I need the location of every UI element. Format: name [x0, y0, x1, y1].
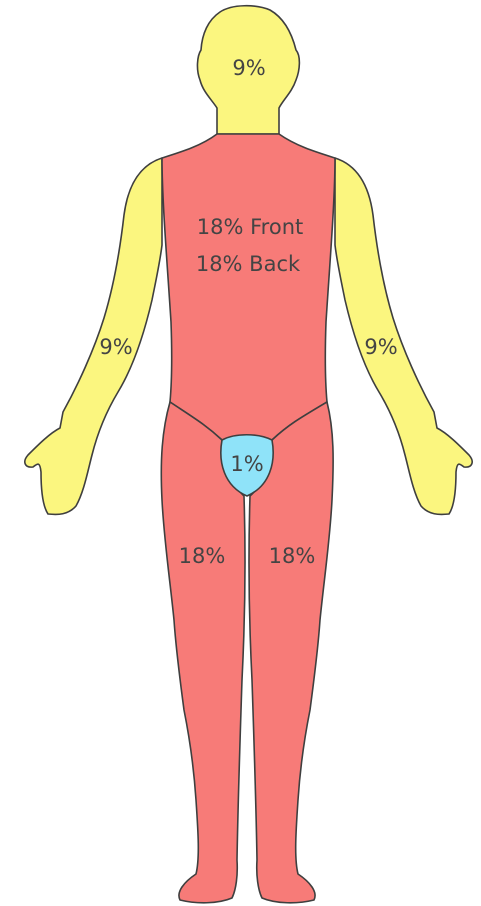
- right-arm-region: [335, 158, 472, 514]
- right-arm-label: 9%: [364, 335, 397, 359]
- torso-region: [162, 134, 335, 440]
- left-leg-label: 18%: [179, 544, 226, 568]
- left-arm-region: [25, 158, 162, 514]
- torso-front-label: 18% Front: [197, 215, 303, 239]
- left-arm-label: 9%: [99, 335, 132, 359]
- torso-back-label: 18% Back: [196, 252, 301, 276]
- head-label: 9%: [232, 56, 265, 80]
- groin-label: 1%: [230, 452, 263, 476]
- right-leg-label: 18%: [269, 544, 316, 568]
